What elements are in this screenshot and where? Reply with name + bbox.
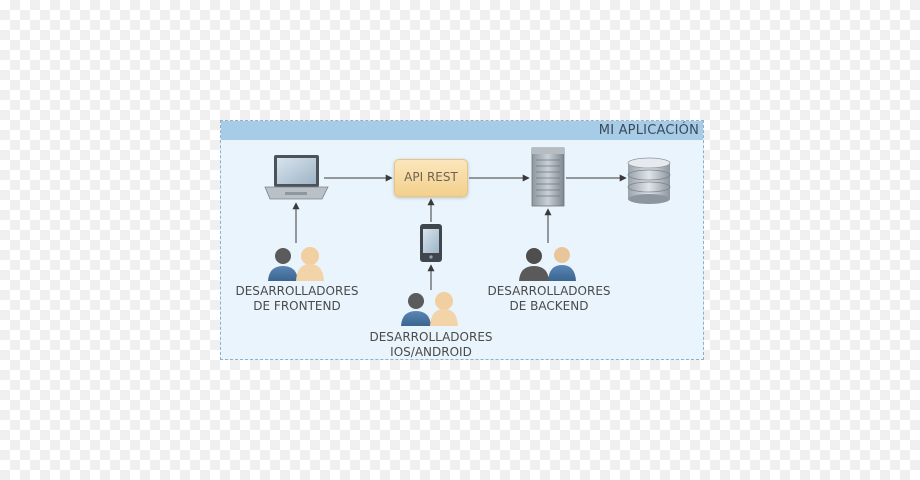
panel-title: MI APLICACIÓN [598, 123, 699, 138]
api-rest-box: API REST [394, 159, 468, 197]
backend-label-line1: DESARROLLADORES [487, 284, 611, 298]
backend-developers-label: DESARROLLADORES DE BACKEND [487, 284, 610, 314]
smartphone-icon [420, 224, 442, 262]
server-icon [531, 147, 565, 207]
panel-header: MI APLICACIÓN [221, 121, 703, 140]
mobile-developers-label: DESARROLLADORES IOS/ANDROID [369, 330, 492, 360]
mobile-label-line1: DESARROLLADORES [369, 330, 493, 344]
frontend-developers-icon [268, 247, 324, 281]
mobile-developers-icon [401, 292, 458, 326]
mobile-label-line2: IOS/ANDROID [390, 345, 472, 359]
frontend-label-line1: DESARROLLADORES [235, 284, 359, 298]
backend-developers-icon [519, 247, 576, 281]
frontend-developers-label: DESARROLLADORES DE FRONTEND [235, 284, 358, 314]
api-rest-label: API REST [404, 170, 458, 184]
backend-label-line2: DE BACKEND [509, 299, 589, 313]
laptop-icon [264, 155, 329, 200]
frontend-label-line2: DE FRONTEND [253, 299, 341, 313]
database-icon [627, 157, 671, 204]
